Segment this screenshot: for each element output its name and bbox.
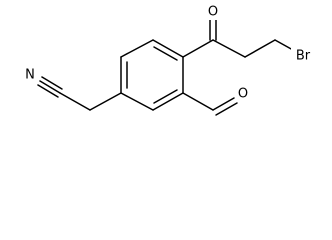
- ketone-o-bg: [205, 4, 221, 20]
- aldehyde-o-bg: [235, 86, 251, 102]
- triple-bond-line-2: [41, 76, 63, 90]
- ring-bond-c6-c1: [120, 39, 154, 58]
- aldehyde-group: [182, 92, 238, 116]
- ring-bond-c1-c2: [152, 39, 184, 58]
- aldehyde-o-label: O: [238, 87, 248, 102]
- bromine-label: Br: [296, 49, 311, 64]
- bond-ch2-ch2: [244, 39, 276, 58]
- bond-ch2-br: [274, 39, 294, 51]
- ring-bond-c3-c4: [152, 92, 184, 111]
- bond-ch2-cn: [59, 92, 91, 111]
- atom-labels: N O O Br: [22, 4, 315, 102]
- triple-bond-line-3: [37, 84, 59, 98]
- bromine-bg: [291, 48, 315, 64]
- ring-bond-c4-c5: [120, 92, 154, 111]
- bond-ring-cho: [182, 92, 214, 111]
- bond-co-ch2: [212, 39, 246, 58]
- molecule-structure-diagram: N O O Br: [22, 4, 315, 116]
- cyanomethyl-group: [37, 76, 122, 111]
- ring-double-bond-c3-c4: [153, 89, 178, 104]
- bond-ring-co: [182, 39, 214, 58]
- nitrile-n-bg: [22, 67, 38, 83]
- bromopropanoyl-group: [182, 18, 294, 58]
- triple-bond-line-1: [39, 80, 61, 94]
- aldehyde-double-bond-1: [212, 97, 235, 111]
- benzene-ring: [120, 39, 184, 111]
- ring-double-bond-c1-c2: [153, 46, 178, 61]
- ketone-o-label: O: [208, 5, 218, 20]
- nitrile-n-label: N: [25, 68, 35, 83]
- aldehyde-double-bond-2: [215, 102, 238, 116]
- bond-ring-ch2: [89, 92, 122, 111]
